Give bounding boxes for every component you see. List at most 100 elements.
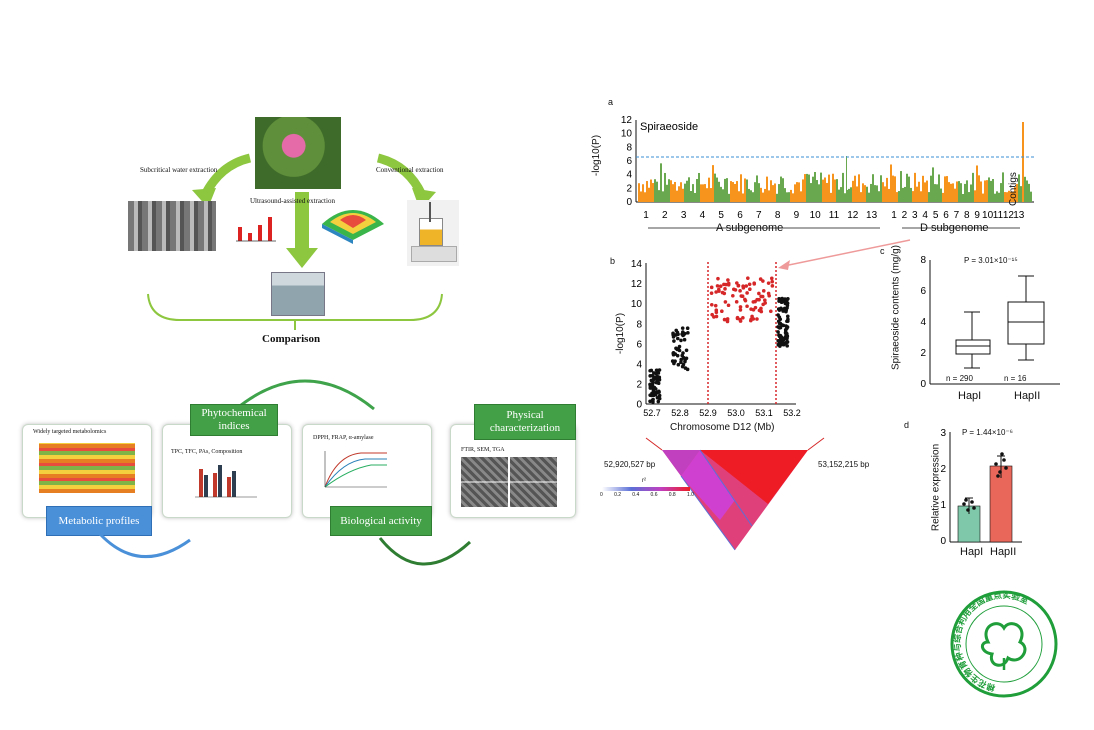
d-ytick: 2 <box>940 464 946 475</box>
manhattan-column <box>924 182 926 202</box>
metabolomics-card: Widely targeted metabolomics <box>22 424 152 518</box>
snp-point <box>675 336 680 341</box>
manhattan-column <box>874 185 876 202</box>
snp-point <box>780 323 784 327</box>
manhattan-column <box>670 180 672 202</box>
ultrasound-bath <box>271 272 325 316</box>
heatmap-thumbnail <box>39 443 135 493</box>
manhattan-column <box>880 175 882 202</box>
c-group-hapI: HapI <box>958 390 982 402</box>
r2-label: r² <box>642 478 646 484</box>
extraction-figure: Subcritical water extraction Ultrasound-… <box>22 117 576 566</box>
d-chrom-tick: 12 <box>1003 210 1015 221</box>
manhattan-column <box>966 180 968 202</box>
manhattan-column <box>836 179 838 202</box>
manhattan-column <box>824 177 826 202</box>
manhattan-column <box>752 192 754 202</box>
snp-point <box>679 357 684 362</box>
manhattan-column <box>976 165 978 202</box>
snp-point <box>777 299 781 303</box>
snp-point <box>657 389 661 394</box>
manhattan-column <box>942 192 944 202</box>
manhattan-column <box>920 191 922 202</box>
manhattan-column <box>980 181 982 202</box>
snp-point <box>777 326 782 330</box>
b-ytick: 2 <box>636 380 642 391</box>
manhattan-column <box>820 172 822 202</box>
manhattan-column <box>640 191 642 202</box>
snp-point <box>679 338 683 343</box>
d-chrom-tick: 5 <box>933 210 939 221</box>
a-chrom-tick: 9 <box>794 210 800 221</box>
snp-point <box>676 362 681 367</box>
manhattan-column <box>712 165 714 202</box>
manhattan-column <box>678 186 680 202</box>
manhattan-column <box>804 174 806 202</box>
manhattan-column <box>992 179 994 202</box>
snp-point <box>785 314 790 319</box>
snp-point <box>757 291 761 296</box>
manhattan-column <box>734 183 736 202</box>
snp-point <box>780 296 784 301</box>
snp-point <box>722 317 727 322</box>
a-chrom-tick: 3 <box>681 210 687 221</box>
b-xtick: 52.7 <box>643 408 661 418</box>
manhattan-column <box>848 188 850 202</box>
manhattan-column <box>854 175 856 202</box>
snp-point <box>681 332 686 337</box>
manhattan-column <box>662 191 664 202</box>
manhattan-column <box>878 191 880 202</box>
snp-point <box>731 293 735 298</box>
b-ytick: 4 <box>636 360 642 371</box>
manhattan-column <box>706 188 708 202</box>
d-chrom-tick: 11 <box>993 210 1004 221</box>
manhattan-column <box>722 189 724 202</box>
manhattan-column <box>952 183 954 202</box>
d-chrom-tick: 6 <box>943 210 949 221</box>
manhattan-column <box>968 192 970 202</box>
manhattan-column <box>826 182 828 202</box>
phytochemical-text: TPC, TFC, PAs, Composition <box>171 449 243 455</box>
snp-point <box>714 290 718 294</box>
d-chrom-tick: 7 <box>954 210 960 221</box>
physical-badge: Physical characterization <box>474 404 576 440</box>
snp-point <box>671 331 675 336</box>
manhattan-column <box>1000 183 1002 202</box>
manhattan-column <box>886 177 888 202</box>
snp-point <box>755 297 759 302</box>
manhattan-column <box>944 176 946 202</box>
d-chrom-tick: 1 <box>891 210 897 221</box>
manhattan-column <box>728 193 730 202</box>
d-ytick: 0 <box>940 536 946 547</box>
a-subgenome-label: A subgenome <box>716 222 784 234</box>
snp-point <box>672 360 676 365</box>
manhattan-column <box>694 192 696 202</box>
physical-text: FTIR, SEM, TGA <box>461 447 505 453</box>
snp-point <box>726 283 731 287</box>
snp-point <box>651 378 655 382</box>
manhattan-column <box>818 184 820 202</box>
c-ytick: 8 <box>920 255 926 266</box>
manhattan-column <box>726 178 728 202</box>
snp-point <box>745 304 749 309</box>
manhattan-column <box>840 187 842 202</box>
manhattan-column <box>720 186 722 202</box>
manhattan-column <box>838 189 840 202</box>
phytochemical-card: TPC, TFC, PAs, Composition <box>162 424 292 518</box>
snp-point <box>784 297 789 302</box>
manhattan-column <box>910 187 912 202</box>
manhattan-column <box>742 193 744 202</box>
a-ytick: 4 <box>626 170 632 181</box>
manhattan-column <box>664 172 666 202</box>
snp-point <box>734 300 739 304</box>
a-ytick: 2 <box>626 183 632 194</box>
snp-point <box>673 352 678 356</box>
snp-point <box>674 328 679 333</box>
snp-point <box>657 393 662 398</box>
snp-point <box>784 324 788 328</box>
snp-point <box>739 294 744 298</box>
manhattan-column <box>866 186 868 202</box>
snp-point <box>777 333 781 337</box>
manhattan-column <box>930 175 932 202</box>
c-n-hapI: n = 290 <box>946 374 973 383</box>
